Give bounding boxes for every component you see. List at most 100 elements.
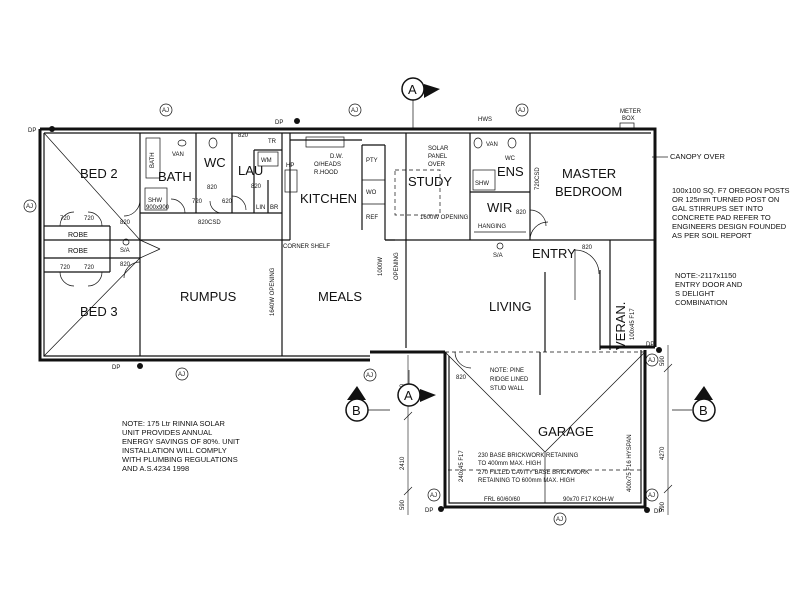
meter-box-line1: METER [620, 109, 642, 115]
door-swing [59, 211, 75, 227]
section-a-bottom-marker: A [397, 370, 436, 407]
aj-marker: AJ [645, 353, 659, 367]
vanity-right-label: VAN [486, 142, 498, 148]
aj-marker: AJ [23, 199, 37, 213]
door-swing [87, 271, 103, 287]
solar-note-line5: WITH PLUMBING REGULATIONS [122, 455, 238, 464]
living-label: LIVING [489, 299, 532, 314]
solar-panel-line3: OVER [428, 162, 446, 168]
veranda-post-label: 100x45 F17 [630, 308, 636, 340]
opening-1000-line2: OPENING [394, 252, 400, 280]
svg-text:A: A [404, 388, 413, 403]
shower-right-label: SHW [475, 181, 489, 187]
dp-marker: DP [646, 342, 662, 353]
bathtub-label: BATH [150, 152, 156, 168]
shower-right [472, 169, 496, 191]
opening-1000-line1: 1000W [378, 257, 384, 276]
dim-2410: 2410 [400, 456, 406, 470]
master-bedroom-label-line1: MASTER [562, 166, 616, 181]
door-820g: 820 [582, 245, 593, 251]
notes: CANOPY OVER 100x100 SQ. F7 OREGON POSTS … [122, 152, 790, 473]
svg-text:AJ: AJ [556, 517, 563, 523]
doors: 720 720 720 720 720 820 820 820 820 820 … [59, 133, 600, 381]
brick-note-line3: 270 FILLED CAVITY BASE BRICKWORK [478, 470, 589, 476]
opening-1600-label: 1600W OPENING [420, 215, 469, 221]
wir-label: WIR [487, 200, 512, 215]
door-swing [529, 209, 547, 227]
smoke-alarm-left-icon [122, 238, 130, 246]
solar-note-line6: AND A.S.4234 1998 [122, 464, 189, 473]
door-620: 620 [222, 199, 233, 205]
entry-door-note-line4: COMBINATION [675, 298, 727, 307]
hws-label: HWS [478, 117, 492, 123]
svg-text:AJ: AJ [178, 372, 185, 378]
garage-post-left-label: 240x45 F17 [459, 450, 465, 482]
door-swing [209, 200, 223, 214]
door-swing [59, 271, 75, 287]
svg-text:DP: DP [654, 509, 662, 515]
door-820b: 820 [120, 262, 131, 268]
bed3-label: BED 3 [80, 304, 118, 319]
door-swing [123, 261, 141, 279]
br-label: BR [270, 205, 279, 211]
door-720d: 720 [84, 265, 95, 271]
shower-left-size: 900x900 [146, 205, 170, 211]
hot-plate [284, 169, 298, 193]
corner-shelf-label: CORNER SHELF [283, 244, 330, 250]
dim-590-right-top: 590 [660, 355, 666, 366]
svg-text:AJ: AJ [430, 493, 437, 499]
door-820d: 820 [238, 133, 249, 139]
csd-820-label: 820CSD [198, 220, 221, 226]
wall-oven-label: WO [366, 190, 377, 196]
pine-note-line1: NOTE: PINE [490, 368, 524, 374]
hp-label: HP [286, 163, 294, 169]
solar-note-line1: NOTE: 175 Ltr RINNIA SOLAR [122, 419, 226, 428]
kitchen-label: KITCHEN [300, 191, 357, 206]
door-720e: 720 [192, 199, 203, 205]
posts-note-line5: ENGINEERS DESIGN FOUNDED [672, 222, 787, 231]
dim-590-bottom: 590 [400, 499, 406, 510]
pine-note-line3: STUD WALL [490, 386, 525, 392]
svg-text:AJ: AJ [162, 108, 169, 114]
entry-door-swing [574, 249, 600, 275]
svg-text:AJ: AJ [366, 373, 373, 379]
posts-note-line6: AS PER SOIL REPORT [672, 231, 752, 240]
pine-note-line2: RIDGE LINED [490, 377, 529, 383]
garage-post-right-label: 400x75 F16 HYSPAN [627, 434, 633, 492]
robe-bottom-label: ROBE [68, 248, 88, 255]
laundry-label: LAU [238, 163, 263, 178]
dimensions: 590 2410 590 590 4270 590 [400, 345, 673, 515]
dp-marker: DP [425, 506, 444, 514]
toilet-left-icon [208, 137, 218, 149]
posts-note-line3: GAL STIRRUPS SET INTO [672, 204, 763, 213]
smoke-alarm-right-label: S/A [493, 253, 503, 259]
smoke-alarm-right-icon [496, 242, 504, 250]
dp-marker: DP [112, 363, 143, 371]
door-swing [87, 211, 103, 227]
solar-panel-line2: PANEL [428, 154, 448, 160]
aj-marker: AJ [427, 488, 441, 502]
svg-text:AJ: AJ [26, 204, 33, 210]
tr-label: TR [268, 139, 277, 145]
brick-note-line2: TO 400mm MAX. HIGH [478, 461, 541, 467]
robe-top-label: ROBE [68, 232, 88, 239]
master-bedroom-label-line2: BEDROOM [555, 184, 622, 199]
svg-text:AJ: AJ [648, 493, 655, 499]
rumpus-label: RUMPUS [180, 289, 237, 304]
roof-lines [43, 132, 646, 503]
garage-label: GARAGE [538, 424, 594, 439]
svg-text:DP: DP [275, 120, 283, 126]
pantry-label: PTY [366, 158, 378, 164]
outer-walls [38, 127, 657, 509]
fixtures: BATH VAN SHW 900x900 WM TR HP LIN BR D.W… [120, 109, 642, 503]
aj-marker: AJ [348, 103, 362, 117]
dp-marker: DP [275, 118, 300, 126]
svg-text:AJ: AJ [351, 108, 358, 114]
entry-door-note-line3: S DELIGHT [675, 289, 715, 298]
wc-label: WC [204, 155, 226, 170]
svg-text:DP: DP [646, 342, 654, 348]
dim-590-right-bottom: 590 [660, 501, 666, 512]
solar-panel-line1: SOLAR [428, 146, 449, 152]
aj-marker: AJ [515, 103, 529, 117]
